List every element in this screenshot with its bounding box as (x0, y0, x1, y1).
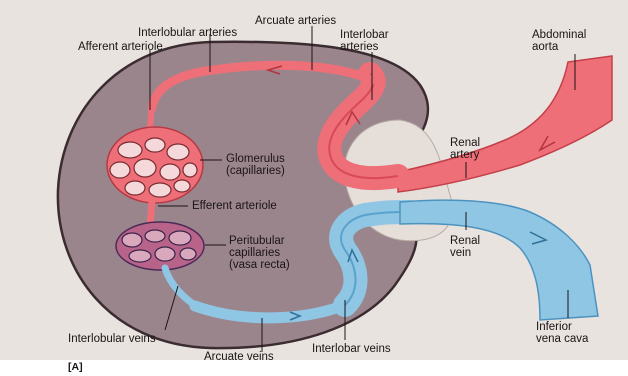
glomerulus (107, 127, 203, 203)
label-arcuate-arteries: Arcuate arteries (255, 15, 336, 27)
label-renal-vein-line1: Renal (450, 235, 480, 247)
figure-label: [A] (68, 361, 83, 373)
label-afferent-arteriole: Afferent arteriole (78, 41, 163, 53)
label-interlobar-veins: Interlobar veins (312, 343, 391, 355)
label-efferent-arteriole: Efferent arteriole (192, 200, 277, 212)
label-peritubular-line3: (vasa recta) (229, 259, 290, 271)
label-abdominal-aorta-line1: Abdominal (532, 29, 586, 41)
label-renal-artery-line2: artery (450, 149, 480, 161)
label-renal-artery-line1: Renal (450, 137, 480, 149)
label-inferior-vena-cava-line2: vena cava (536, 333, 589, 345)
label-inferior-vena-cava-line1: Inferior (536, 321, 572, 333)
label-interlobar-arteries-line2: arteries (340, 41, 379, 53)
label-glomerulus-line2: (capillaries) (226, 165, 285, 177)
label-peritubular-line1: Peritubular (229, 235, 285, 247)
label-renal-vein-line2: vein (450, 247, 471, 259)
label-interlobular-arteries: Interlobular arteries (138, 27, 237, 39)
label-glomerulus-line1: Glomerulus (226, 153, 285, 165)
label-abdominal-aorta-line2: aorta (532, 41, 559, 53)
peritubular-capillaries (116, 222, 204, 270)
label-interlobar-arteries-line1: Interlobar (340, 29, 389, 41)
label-interlobular-veins: Interlobular veins (68, 333, 156, 345)
label-arcuate-veins: Arcuate veins (204, 351, 274, 363)
label-peritubular-line2: capillaries (229, 247, 280, 259)
bottom-strip (0, 360, 628, 376)
